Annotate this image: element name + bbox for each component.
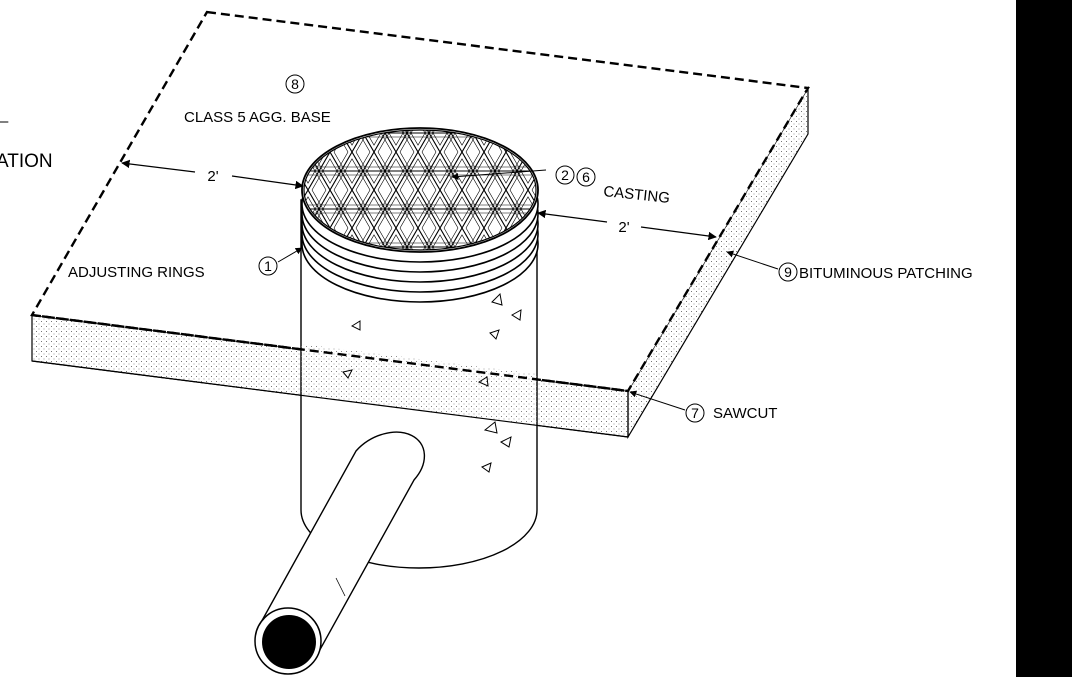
leader-casting — [451, 169, 547, 181]
dim-left-label: 2' — [207, 168, 218, 185]
label-casting: CASTING — [603, 183, 671, 207]
slab-front-overlay — [301, 344, 537, 425]
callout-number-1: 1 — [264, 258, 272, 274]
pipe-opening — [262, 615, 316, 669]
callout-circle-1 — [258, 256, 278, 276]
label-agg-base: CLASS 5 AGG. BASE — [184, 109, 331, 126]
leader-sawcut — [629, 390, 686, 411]
pipe-seam — [335, 577, 346, 597]
callout-circle-7 — [685, 403, 705, 423]
dim-left-line-b — [231, 175, 304, 190]
callout-number-7: 7 — [691, 405, 699, 421]
dim-right-label: 2' — [618, 219, 629, 236]
callout-number-8: 8 — [291, 76, 299, 92]
dim-left-line-a — [121, 159, 196, 173]
leader-adjusting-rings — [277, 247, 303, 263]
leader-bituminous — [726, 250, 779, 270]
pipe-body — [258, 431, 426, 656]
label-adjusting-rings: ADJUSTING RINGS — [68, 264, 205, 281]
sheet-border-band — [1016, 0, 1072, 677]
callout-circle-9 — [778, 262, 798, 282]
callout-circle-8 — [285, 74, 305, 94]
dim-right-line-b — [640, 226, 717, 241]
callout-circle-2 — [555, 165, 575, 185]
slab-bottom-edge — [31, 360, 629, 438]
callout-number-2: 2 — [561, 167, 569, 183]
dim-right-line-a — [537, 209, 608, 223]
callout-number-6: 6 — [582, 169, 590, 185]
casting-grate — [304, 130, 536, 250]
label-sawcut: SAWCUT — [713, 405, 777, 422]
sawcut-edge — [31, 313, 629, 393]
callout-number-9: 9 — [784, 264, 792, 280]
left-fragment-dash: – — [0, 113, 9, 130]
casting-grate-edge — [303, 129, 537, 251]
label-bituminous: BITUMINOUS PATCHING — [799, 265, 973, 282]
left-fragment-word: ATION — [0, 151, 53, 172]
callout-circle-6 — [576, 167, 596, 187]
